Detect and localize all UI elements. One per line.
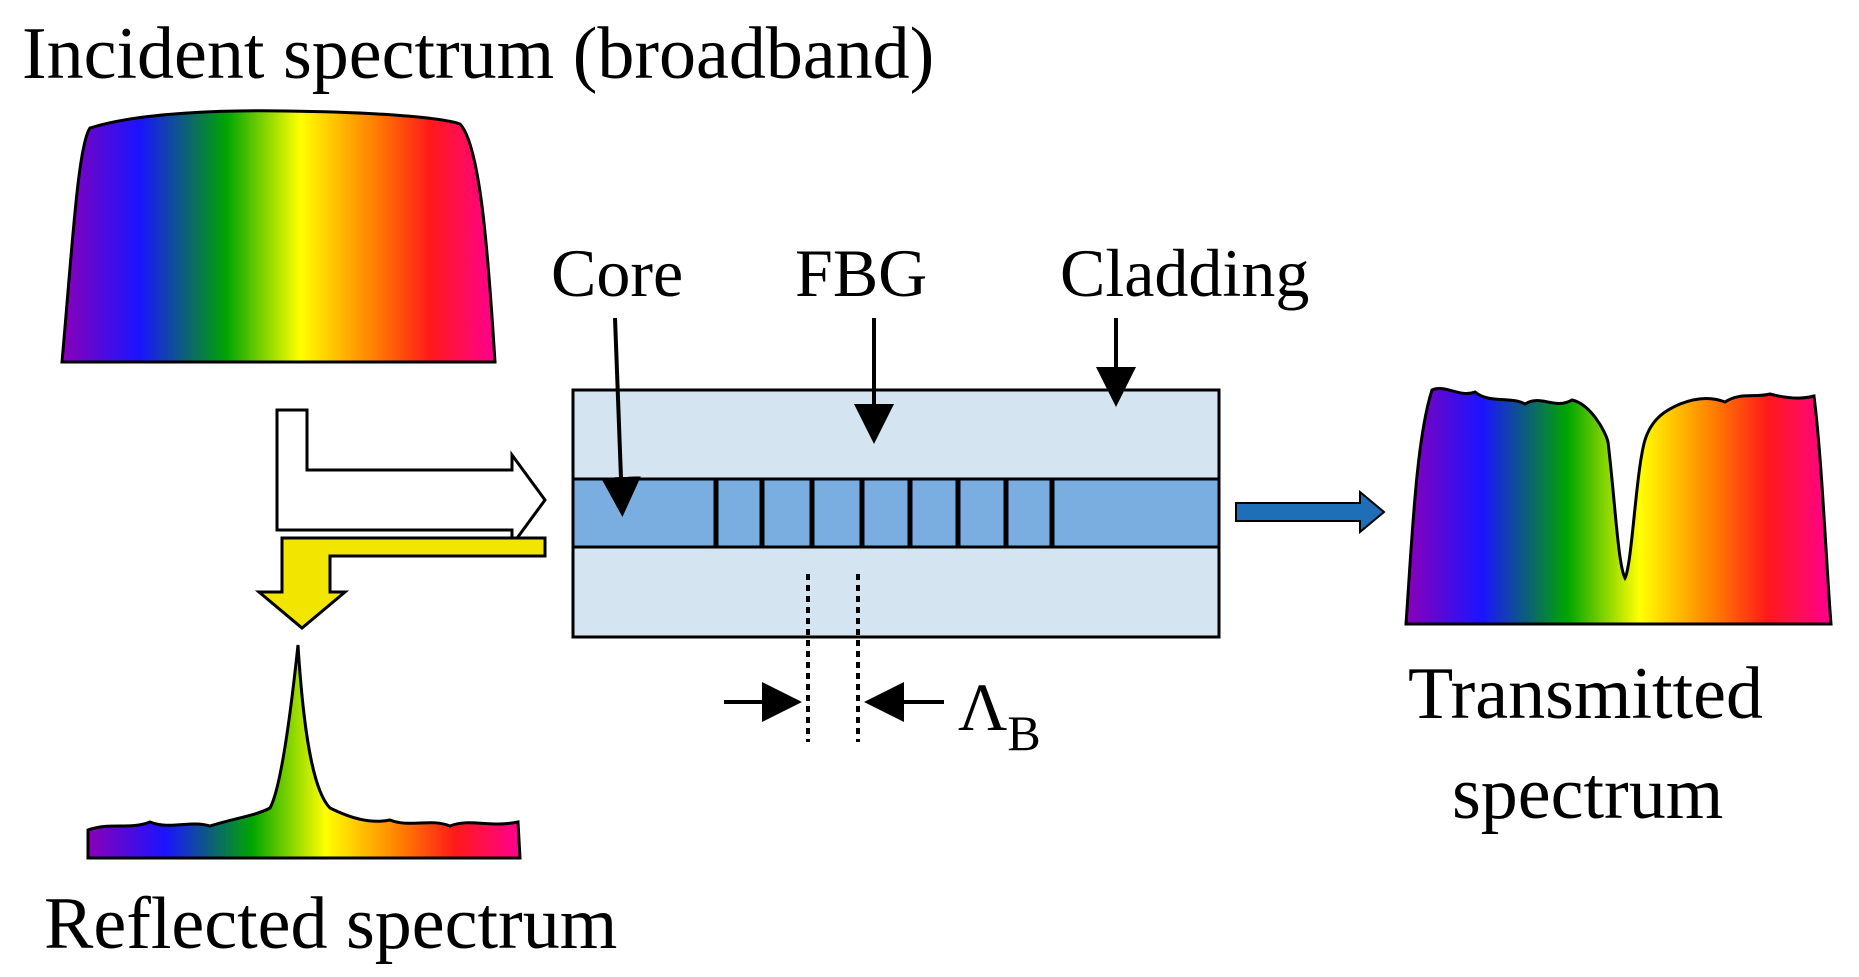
fbg-label: FBG: [795, 235, 927, 311]
period-label: ΛB: [958, 669, 1041, 761]
bent-arrow-down-icon: [254, 536, 547, 630]
transmitted-spectrum: [1404, 387, 1833, 626]
arrow-down-icon: [600, 317, 641, 517]
reflected-label: Reflected spectrum: [44, 883, 617, 965]
transmitted-arrow-icon: [1235, 489, 1386, 535]
core-label: Core: [551, 235, 683, 311]
incident-spectrum-label: Incident spectrum (broadband): [22, 13, 934, 95]
grating-lines: [713, 479, 1055, 547]
bent-arrow-right-icon: [275, 408, 547, 550]
fiber-core: [571, 477, 1221, 549]
transmitted-label-line1: Transmitted: [1408, 653, 1763, 735]
cladding-label: Cladding: [1060, 235, 1309, 311]
incident-spectrum: [60, 109, 497, 364]
reflected-spectrum: [86, 644, 522, 860]
transmitted-label-line2: spectrum: [1452, 753, 1723, 835]
